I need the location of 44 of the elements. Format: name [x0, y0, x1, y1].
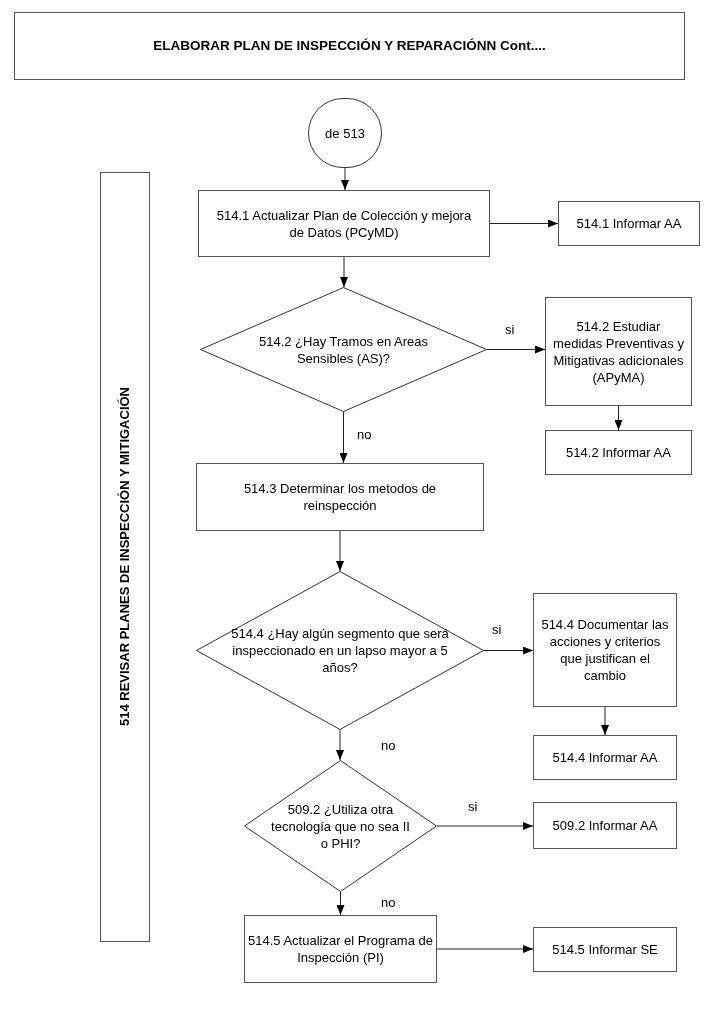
process-box [545, 297, 692, 406]
node-text: 509.2 ¿Utiliza otra tecnología que no sea II o PHI? [270, 800, 411, 852]
process-box [533, 802, 677, 849]
arrow [489, 219, 559, 228]
node-text: 514.2 ¿Hay Tramos en Areas Sensibles (AS)? [257, 332, 430, 367]
process-box [533, 593, 677, 707]
arrow [614, 405, 623, 431]
node-text: 514.1 Informar AA [575, 215, 683, 232]
process-box [533, 927, 677, 972]
arrow [483, 646, 534, 655]
node-text: 514.5 Informar SE [551, 941, 659, 958]
process-box [196, 463, 484, 531]
node-text: 509.2 Informar AA [551, 817, 659, 834]
arrow [436, 822, 534, 830]
node-text: de 513 [324, 124, 366, 142]
arrow [486, 345, 546, 354]
arrow [336, 729, 344, 761]
arrow [436, 945, 534, 953]
swimlane-band [100, 172, 150, 942]
node-text: 514.5 Actualizar el Programa de Inspección (PI) [248, 932, 433, 966]
node-text: 514.4 ¿Hay algún segmento que será inspeccionado en un lapso mayor a 5 años? [230, 625, 450, 676]
process-box [545, 430, 692, 475]
process-box [198, 190, 490, 257]
node-text: 514.1 Actualizar Plan de Colección y mejora de Datos (PCyMD) [215, 206, 473, 241]
band-label: 514 REVISAR PLANES DE INSPECCIÓN Y MITIGACIÓN [116, 387, 134, 727]
decision-diamond [200, 287, 487, 412]
process-box [244, 915, 437, 983]
title-text: ELABORAR PLAN DE INSPECCIÓN Y REPARACIÓNN Cont.... [153, 36, 546, 55]
node-text: 514.2 Informar AA [565, 444, 672, 461]
arrow [336, 891, 345, 916]
decision-diamond [196, 571, 484, 730]
arrow [601, 706, 609, 736]
arrow [336, 530, 344, 572]
decision-diamond [244, 760, 437, 892]
node-text: 514.2 Estudiar medidas Preventivas y Mitigativas adicionales (APyMA) [552, 317, 685, 386]
node-text: 514.3 Determinar los metodos de reinspección [242, 480, 438, 514]
node-text: 514.4 Informar AA [551, 749, 659, 766]
process-box [558, 201, 700, 246]
arrow [341, 167, 349, 191]
node-text: 514.4 Documentar las acciones y criterios que justifican el cambio [540, 616, 670, 684]
title-box [14, 12, 685, 80]
arrow [339, 411, 348, 464]
process-box [533, 735, 677, 780]
arrow [340, 256, 348, 288]
